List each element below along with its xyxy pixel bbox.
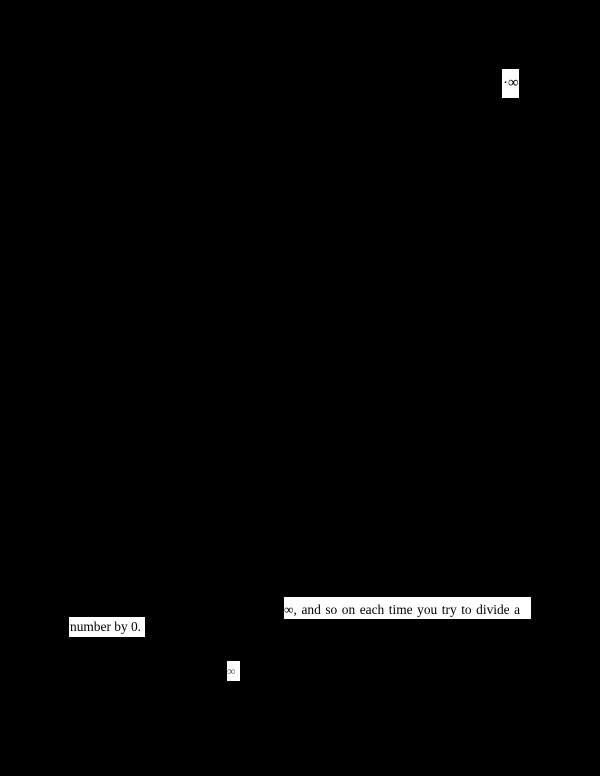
infinity-text: ∞ bbox=[227, 664, 236, 678]
visible-snippet-infinity-top: ·∞ bbox=[502, 69, 519, 98]
visible-snippet-divide-line: ∞, and so on each time you try to divide… bbox=[284, 597, 531, 619]
visible-snippet-infinity-bottom: ∞ bbox=[227, 661, 240, 681]
infinity-text: ·∞ bbox=[503, 75, 519, 91]
visible-snippet-number-by-zero: number by 0. bbox=[69, 617, 145, 637]
paragraph-line-text: number by 0. bbox=[70, 619, 142, 634]
paragraph-line-text: ∞, and so on each time you try to divide… bbox=[284, 602, 521, 617]
